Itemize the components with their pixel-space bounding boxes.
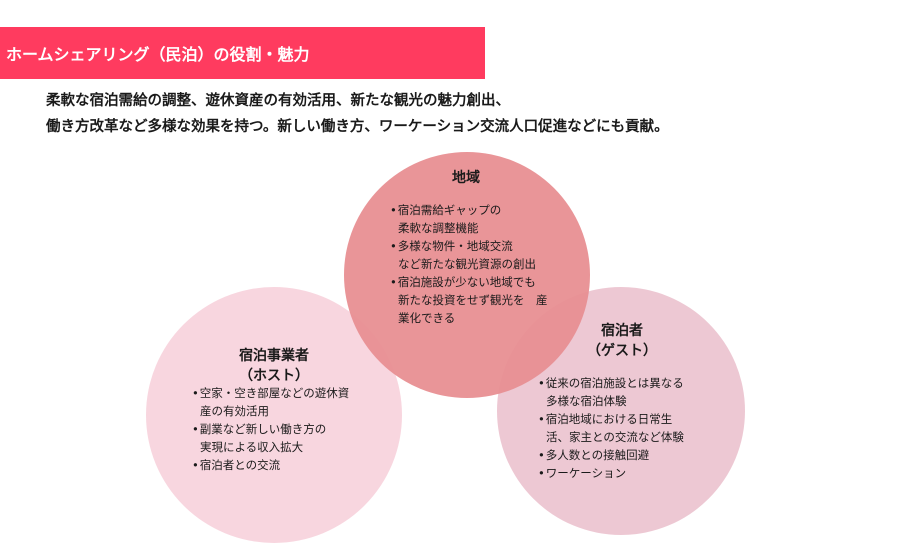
bullet-line: 活、家主との交流など体験: [546, 430, 684, 444]
host-bullets: 空家・空き部屋などの遊休資 産の有効活用 副業など新しい働き方の 実現による収入…: [192, 384, 350, 474]
bullet-line: 宿泊施設が少ない地域でも: [390, 273, 548, 291]
bullet-line: 副業など新しい働き方の: [192, 420, 349, 438]
list-item: 従来の宿泊施設とは異なる 多様な宿泊体験: [538, 374, 684, 410]
guest-bullets: 従来の宿泊施設とは異なる 多様な宿泊体験 宿泊地域における日常生 活、家主との交…: [538, 374, 684, 482]
bullet-line: 従来の宿泊施設とは異なる: [538, 374, 684, 392]
bullet-line: 多様な宿泊体験: [546, 394, 627, 408]
title-bar: ホームシェアリング（民泊）の役割・魅力: [0, 27, 485, 79]
bullet-line: 空家・空き部屋などの遊休資: [192, 384, 350, 402]
bullet-line: 多様な物件・地域交流: [390, 237, 548, 255]
bullet-line: 宿泊需給ギャップの: [390, 201, 548, 219]
bullet-line: ワーケーション: [538, 464, 684, 482]
list-item: ワーケーション: [538, 464, 684, 482]
bullet-line: 業化できる: [398, 311, 456, 325]
list-item: 多人数との接触回避: [538, 446, 684, 464]
intro-line-2: 働き方改革など多様な効果を持つ。新しい働き方、ワーケーション交流人口促進などにも…: [46, 119, 669, 135]
guest-title-text: 宿泊者: [601, 323, 643, 339]
list-item: 多様な物件・地域交流 など新たな観光資源の創出: [390, 237, 548, 273]
bullet-line: 宿泊地域における日常生: [538, 410, 684, 428]
host-subtitle-text: （ホスト）: [239, 368, 309, 384]
region-title: 地域: [420, 168, 512, 188]
list-item: 宿泊地域における日常生 活、家主との交流など体験: [538, 410, 684, 446]
list-item: 空家・空き部屋などの遊休資 産の有効活用: [192, 384, 350, 420]
bullet-line: など新たな観光資源の創出: [398, 257, 536, 271]
bullet-line: 柔軟な調整機能: [398, 221, 479, 235]
bullet-line: 新たな投資をせず観光を 産: [398, 293, 548, 307]
bullet-line: 産の有効活用: [200, 404, 269, 418]
host-title-text: 宿泊事業者: [239, 348, 309, 364]
guest-subtitle-text: （ゲスト）: [587, 343, 657, 359]
list-item: 宿泊者との交流: [192, 456, 349, 474]
region-bullets: 宿泊需給ギャップの 柔軟な調整機能 多様な物件・地域交流 など新たな観光資源の創…: [390, 201, 548, 327]
list-item: 副業など新しい働き方の 実現による収入拡大: [192, 420, 349, 456]
region-title-text: 地域: [452, 170, 480, 186]
bullet-line: 実現による収入拡大: [200, 440, 304, 454]
bullet-line: 宿泊者との交流: [192, 456, 349, 474]
intro-text: 柔軟な宿泊需給の調整、遊休資産の有効活用、新たな観光の魅力創出、 働き方改革など…: [46, 88, 906, 140]
bullet-line: 多人数との接触回避: [538, 446, 684, 464]
page-title: ホームシェアリング（民泊）の役割・魅力: [6, 45, 310, 64]
intro-line-1: 柔軟な宿泊需給の調整、遊休資産の有効活用、新たな観光の魅力創出、: [46, 93, 510, 109]
list-item: 宿泊需給ギャップの 柔軟な調整機能: [390, 201, 548, 237]
guest-title: 宿泊者 （ゲスト）: [562, 321, 682, 361]
host-title: 宿泊事業者 （ホスト）: [214, 346, 334, 386]
list-item: 宿泊施設が少ない地域でも 新たな投資をせず観光を 産 業化できる: [390, 273, 548, 327]
